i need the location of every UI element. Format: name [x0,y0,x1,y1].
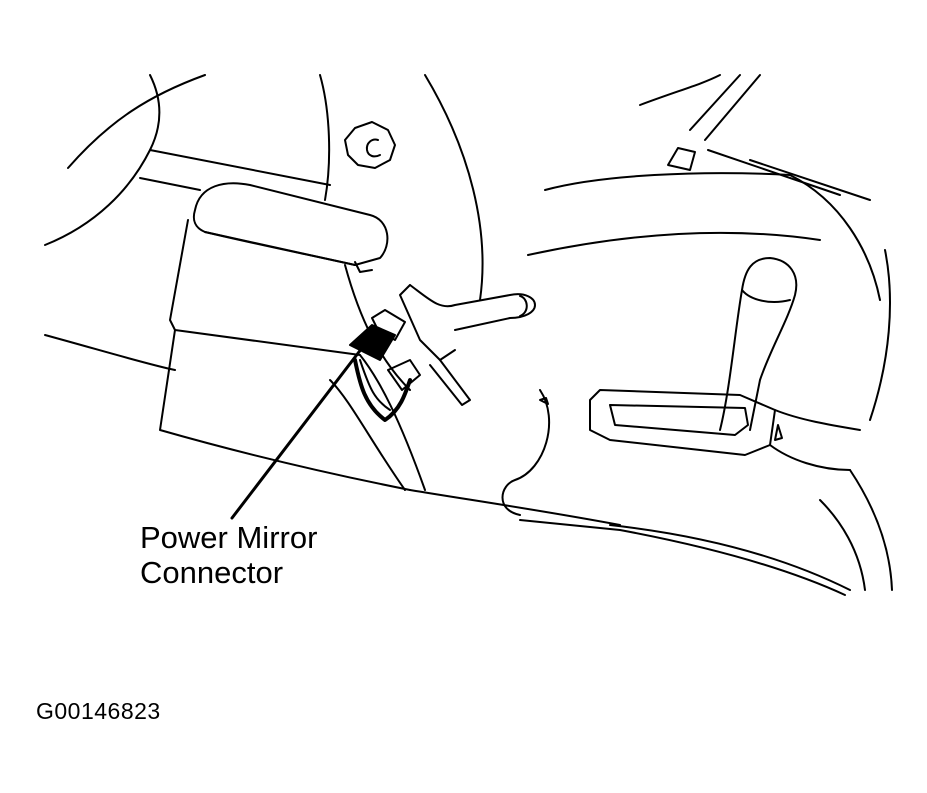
rear-seat-outline [319,74,881,301]
armrest-lid [192,182,389,273]
shift-lever [719,257,798,431]
callout-label-line-2: Connector [140,555,284,590]
right-seat-outline [539,249,893,591]
callout-leader-line [230,346,364,520]
callout-label: Power Mirror Connector [140,520,317,590]
console-box [159,219,851,596]
callout-label-line-1: Power Mirror [140,520,318,555]
shift-gate-plate [501,389,861,516]
left-seat-outline [44,74,331,371]
power-mirror-connector [349,309,421,422]
figure-id: G00146823 [36,698,161,724]
seat-knob-icon [344,121,396,169]
